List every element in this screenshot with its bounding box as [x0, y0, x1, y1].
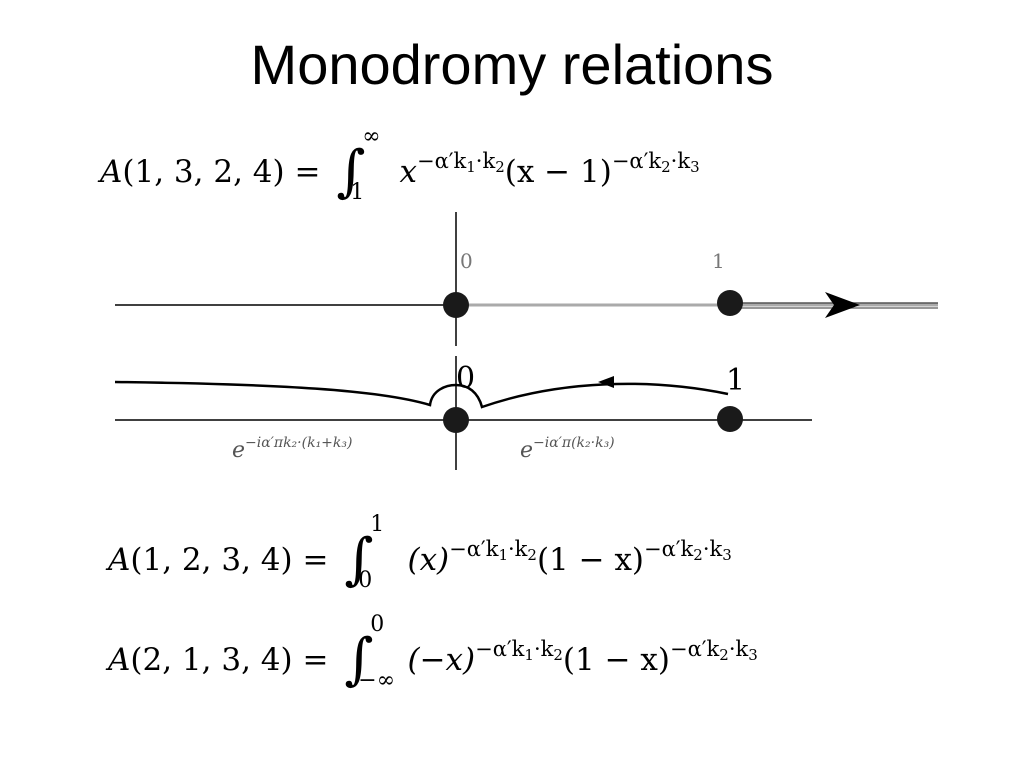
bottom-label-1: 1 — [726, 363, 745, 398]
top-label-0: 0 — [460, 249, 473, 273]
amplitude-symbol: A — [108, 542, 131, 578]
exponent-2: −α′k2·k3 — [670, 637, 758, 664]
bottom-contour-path — [114, 380, 729, 409]
upper-limit: 1 — [370, 512, 385, 537]
exponent-1: −α′k1·k2 — [475, 637, 563, 664]
base-2: (1 − x) — [562, 642, 670, 678]
phase-left: e−iα′πk₂·(k₁+k₃) — [232, 435, 352, 463]
top-label-1: 1 — [712, 249, 725, 273]
top-point-1 — [717, 290, 743, 316]
exponent-1: −α′k1·k2 — [449, 537, 537, 564]
integral-sign: ∫∞1 — [336, 124, 381, 205]
exponent-1: −α′k1·k2 — [416, 149, 505, 176]
amplitude-args: (1, 3, 2, 4) = — [122, 154, 321, 190]
bottom-point-1 — [717, 406, 743, 432]
slide-title: Monodromy relations — [250, 33, 774, 96]
base-2: (1 − x) — [536, 542, 645, 578]
amplitude-args: (2, 1, 3, 4) = — [130, 642, 329, 678]
top-point-0 — [443, 292, 469, 318]
base-1: x — [399, 154, 417, 190]
upper-limit: 0 — [370, 612, 385, 637]
base-1: (−x) — [407, 642, 476, 678]
integral-sign: ∫0−∞ — [344, 612, 396, 693]
amplitude-args: (1, 2, 3, 4) = — [130, 542, 329, 578]
amplitude-symbol: A — [108, 642, 131, 678]
lower-limit: 1 — [350, 180, 365, 205]
top-contour-arrow — [825, 292, 860, 318]
upper-limit: ∞ — [362, 124, 381, 149]
exponent-2: −α′k2·k3 — [611, 149, 700, 176]
bottom-contour-arrow — [598, 376, 614, 388]
base-1: (x) — [407, 542, 450, 578]
base-2: (x − 1) — [504, 154, 612, 190]
lower-limit: −∞ — [358, 668, 396, 693]
lower-limit: 0 — [358, 568, 373, 593]
bottom-label-0: 0 — [456, 361, 475, 396]
exponent-2: −α′k2·k3 — [644, 537, 732, 564]
phase-right: e−iα′π(k₂·k₃) — [520, 435, 615, 463]
amplitude-symbol: A — [100, 154, 123, 190]
bottom-point-0 — [443, 407, 469, 433]
equation-a2134: A(2, 1, 3, 4) = ∫0−∞(−x)−α′k1·k2(1 − x)−… — [108, 612, 758, 693]
